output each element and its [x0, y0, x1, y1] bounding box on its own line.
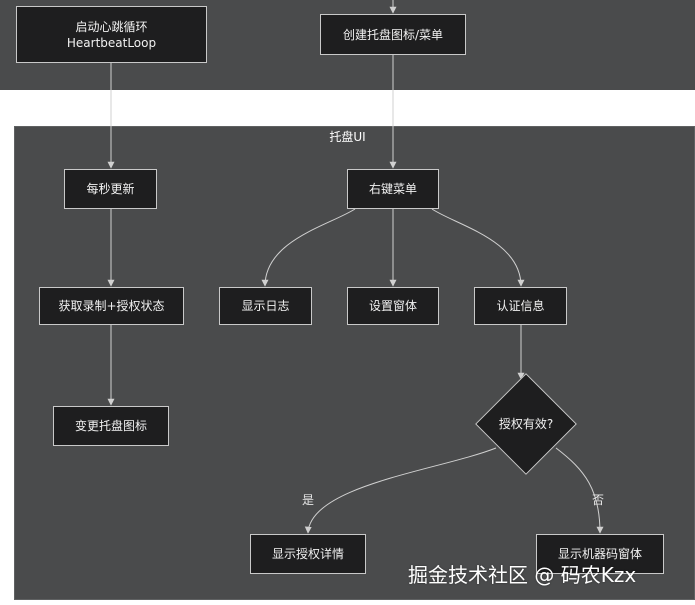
node-show-machine-code-label: 显示机器码窗体 [557, 547, 642, 561]
node-show-machine-code: 显示机器码窗体 [536, 534, 664, 574]
watermark: 掘金技术社区 @ 码农Kzx [408, 563, 637, 587]
edge-menu-to-auth-info [431, 208, 525, 287]
node-get-status-label: 获取录制+授权状态 [58, 299, 165, 313]
node-create-tray-label: 创建托盘图标/菜单 [342, 27, 444, 42]
node-create-tray: 创建托盘图标/菜单 [320, 14, 466, 55]
node-per-second-update: 每秒更新 [64, 169, 157, 209]
node-settings-window: 设置窗体 [347, 287, 439, 325]
node-context-menu-label: 右键菜单 [368, 182, 417, 196]
subgraph-title: 托盘UI [329, 130, 366, 144]
node-context-menu: 右键菜单 [347, 169, 439, 209]
edge-diamond-no [555, 447, 604, 534]
node-show-log-label: 显示日志 [241, 299, 290, 313]
node-auth-info-label: 认证信息 [496, 299, 545, 313]
edge-label-no: 否 [592, 493, 605, 507]
node-per-second-label: 每秒更新 [86, 182, 135, 196]
edge-diamond-yes [304, 447, 497, 534]
node-heartbeat-loop: 启动心跳循环 HeartbeatLoop [16, 6, 207, 63]
node-show-log: 显示日志 [219, 287, 312, 325]
node-auth-info: 认证信息 [474, 287, 567, 325]
edge-menu-to-show-log [261, 208, 356, 287]
node-show-auth-detail-label: 显示授权详情 [271, 547, 344, 561]
node-auth-valid-label: 授权有效? [498, 417, 554, 431]
node-settings-window-label: 设置窗体 [368, 299, 417, 313]
node-heartbeat-line2: HeartbeatLoop [66, 35, 157, 50]
node-change-icon-label: 变更托盘图标 [74, 419, 147, 433]
edge-label-yes: 是 [302, 493, 315, 507]
node-show-auth-detail: 显示授权详情 [250, 534, 366, 574]
node-change-tray-icon: 变更托盘图标 [53, 406, 169, 446]
node-heartbeat-line1: 启动心跳循环 [75, 19, 148, 34]
node-get-status: 获取录制+授权状态 [39, 287, 184, 325]
